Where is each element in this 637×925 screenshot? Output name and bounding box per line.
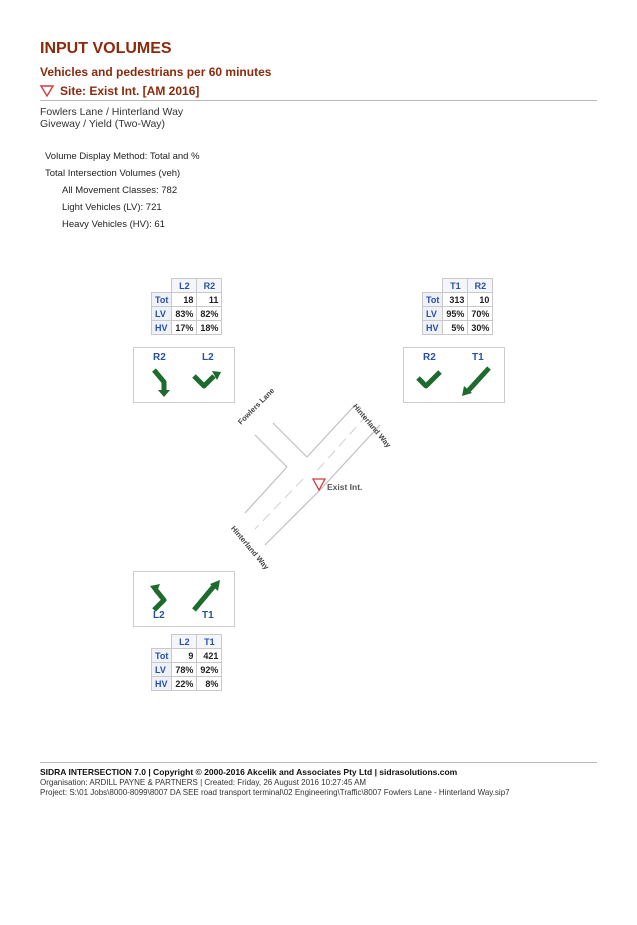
- arrow-label: R2: [153, 352, 166, 363]
- arrowhead-icon: [150, 584, 160, 594]
- cell: 18%: [196, 320, 223, 335]
- arrow-label: L2: [202, 352, 214, 363]
- cell: 9: [171, 648, 198, 663]
- movement-arrows: [150, 580, 220, 612]
- col-header: L2: [171, 278, 198, 293]
- arrowhead-icon: [462, 386, 472, 396]
- row-label: Tot: [150, 648, 173, 663]
- total-volumes-heading: Total Intersection Volumes (veh): [45, 168, 181, 179]
- volume-table-hinterland-ne: T1 R2 Tot 313 10 LV 95% 70% HV 5% 30%: [421, 278, 494, 335]
- footer-copyright: SIDRA INTERSECTION 7.0 | Copyright © 200…: [40, 767, 458, 777]
- through-arrow-icon: [466, 366, 491, 393]
- yield-sign-icon: [311, 478, 327, 492]
- light-vehicles: Light Vehicles (LV): 721: [62, 202, 162, 213]
- right-turn-arrow-icon: [152, 368, 167, 392]
- cell: 92%: [196, 662, 223, 677]
- intersection-diagram: [244, 404, 381, 546]
- cell: 22%: [171, 676, 198, 691]
- arrowhead-icon: [210, 580, 220, 591]
- cell: 5%: [442, 320, 469, 335]
- cell: 313: [442, 292, 469, 307]
- col-header: T1: [442, 278, 469, 293]
- arrowhead-icon: [212, 371, 221, 380]
- volume-table-hinterland-sw: L2 T1 Tot 9 421 LV 78% 92% HV 22% 8%: [150, 634, 223, 691]
- col-header: R2: [196, 278, 223, 293]
- row-label: HV: [421, 320, 444, 335]
- cell: 83%: [171, 306, 198, 321]
- page-subtitle: Vehicles and pedestrians per 60 minutes: [40, 65, 272, 79]
- arrow-box-hinterland-ne: R2 T1: [403, 347, 505, 403]
- footer-organisation: Organisation: ARDILL PAYNE & PARTNERS | …: [40, 778, 367, 787]
- site-heading: Site: Exist Int. [AM 2016]: [40, 84, 199, 98]
- left-turn-arrow-icon: [152, 588, 167, 612]
- arrow-label: T1: [202, 610, 214, 621]
- row-label: LV: [421, 306, 444, 321]
- movement-arrows: [416, 366, 491, 396]
- header-divider: [40, 100, 597, 101]
- row-label: LV: [150, 662, 173, 677]
- footer-project: Project: S:\01 Jobs\8000-8099\8007 DA SE…: [40, 788, 510, 797]
- arrowhead-icon: [158, 390, 170, 397]
- yield-icon: [40, 85, 54, 97]
- left-turn-arrow-icon: [192, 374, 216, 389]
- site-diagram-label: Exist Int.: [327, 482, 363, 492]
- col-header: T1: [196, 634, 223, 649]
- cell: 30%: [467, 320, 494, 335]
- row-label: HV: [150, 320, 173, 335]
- movement-arrows: [152, 368, 221, 397]
- arrow-label: T1: [472, 352, 484, 363]
- arrow-box-hinterland-sw: L2 T1: [133, 571, 235, 627]
- row-label: Tot: [421, 292, 444, 307]
- all-movement-classes: All Movement Classes: 782: [62, 185, 178, 196]
- cell: 421: [196, 648, 223, 663]
- right-turn-arrow-icon: [416, 370, 442, 389]
- cell: 18: [171, 292, 198, 307]
- road-names: Fowlers Lane / Hinterland Way: [40, 106, 184, 118]
- row-label: Tot: [150, 292, 173, 307]
- cell: 10: [467, 292, 494, 307]
- display-method: Volume Display Method: Total and %: [45, 151, 200, 162]
- arrow-box-fowlers: R2 L2: [133, 347, 235, 403]
- col-header: R2: [467, 278, 494, 293]
- cell: 17%: [171, 320, 198, 335]
- cell: 95%: [442, 306, 469, 321]
- col-header: L2: [171, 634, 198, 649]
- control-type: Giveway / Yield (Two-Way): [40, 118, 166, 130]
- cell: 82%: [196, 306, 223, 321]
- heavy-vehicles: Heavy Vehicles (HV): 61: [62, 219, 165, 230]
- cell: 70%: [467, 306, 494, 321]
- site-label: Site: Exist Int. [AM 2016]: [60, 84, 200, 98]
- row-label: HV: [150, 676, 173, 691]
- arrow-label: R2: [423, 352, 436, 363]
- cell: 8%: [196, 676, 223, 691]
- cell: 11: [196, 292, 223, 307]
- row-label: LV: [150, 306, 173, 321]
- footer-divider: [40, 762, 597, 763]
- through-arrow-icon: [192, 584, 216, 612]
- cell: 78%: [171, 662, 198, 677]
- arrow-label: L2: [153, 610, 165, 621]
- page-title: INPUT VOLUMES: [40, 40, 172, 57]
- volume-table-fowlers: L2 R2 Tot 18 11 LV 83% 82% HV 17% 18%: [150, 278, 223, 335]
